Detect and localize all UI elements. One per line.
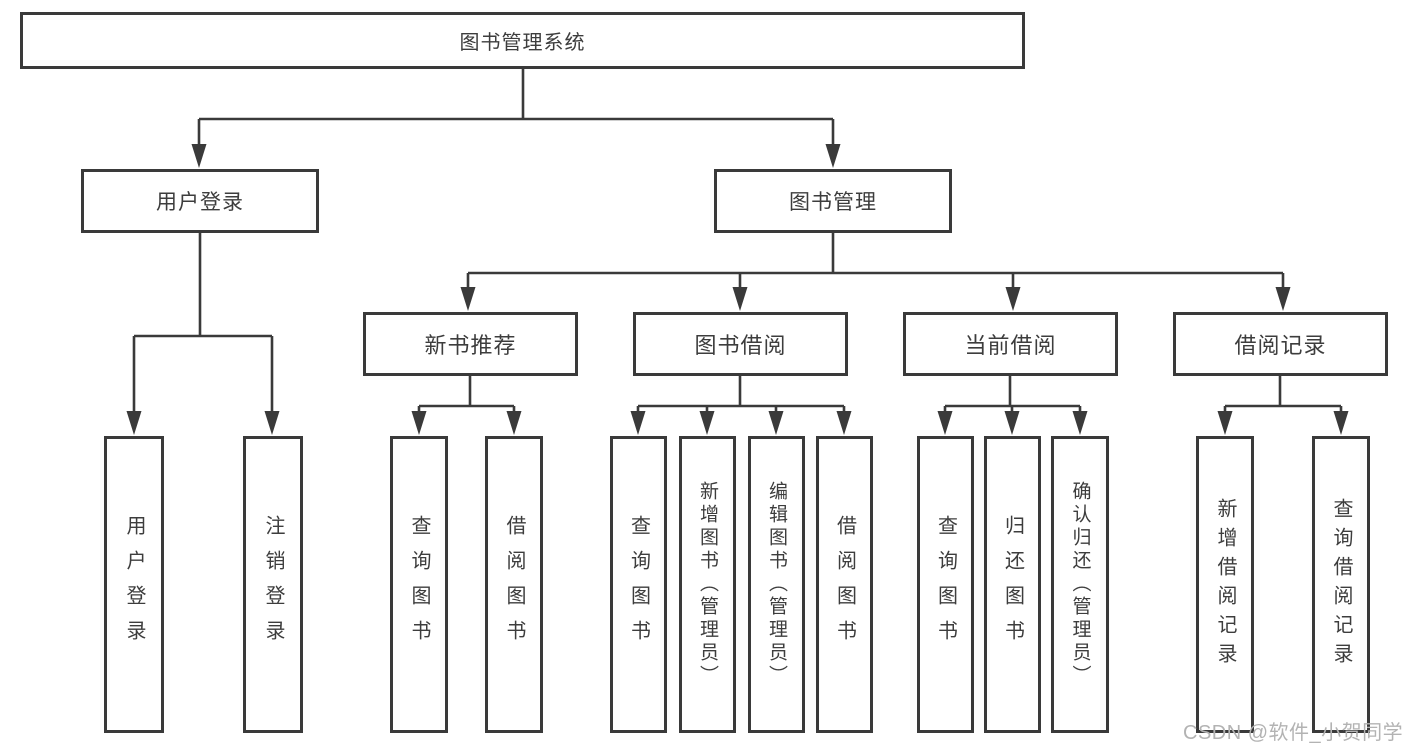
node-label: 新增图书（管理员） <box>697 481 718 688</box>
node-label: 借阅记录 <box>1234 333 1327 358</box>
arrowhead <box>126 411 142 435</box>
arrowhead <box>836 411 852 435</box>
arrowhead <box>1275 287 1291 311</box>
arrowhead <box>768 411 784 435</box>
node-label: 归还图书 <box>1001 514 1024 655</box>
leaf-edit-books-admin: 编辑图书（管理员） <box>748 436 805 733</box>
node-label: 查询图书 <box>408 514 430 655</box>
node-label: 图书借阅 <box>694 333 787 358</box>
watermark: CSDN @软件_小贺同学 <box>1183 722 1404 744</box>
arrowhead <box>630 411 646 435</box>
arrowhead <box>1005 287 1021 311</box>
node-label: 查询图书 <box>934 514 957 655</box>
node-label: 图书管理 <box>789 191 877 214</box>
node-label: 新增借阅记录 <box>1214 497 1236 672</box>
leaf-query-borrow-record: 查询借阅记录 <box>1312 436 1370 733</box>
arrowhead <box>1333 411 1349 435</box>
connector-records <box>1223 376 1343 414</box>
arrowhead <box>460 287 476 311</box>
arrowhead <box>1072 411 1088 435</box>
node-label: 查询图书 <box>627 514 650 655</box>
leaf-logout: 注销登录 <box>243 436 303 733</box>
node-book-borrow: 图书借阅 <box>633 312 848 376</box>
node-current-borrow: 当前借阅 <box>903 312 1118 376</box>
arrowhead <box>1004 411 1020 435</box>
node-new-book-recommend: 新书推荐 <box>363 312 578 376</box>
node-label: 确认归还（管理员） <box>1069 481 1091 688</box>
connector-new-books <box>417 376 516 414</box>
arrowhead <box>732 287 748 311</box>
node-label: 借阅图书 <box>833 514 856 655</box>
connector-mgmt <box>466 233 1285 290</box>
arrowhead <box>506 411 522 435</box>
arrowhead <box>191 144 207 168</box>
arrowhead <box>825 144 841 168</box>
leaf-query-books-3: 查询图书 <box>917 436 974 733</box>
leaf-query-books-1: 查询图书 <box>390 436 448 733</box>
leaf-add-borrow-record: 新增借阅记录 <box>1196 436 1254 733</box>
node-label: 图书管理系统 <box>459 32 586 54</box>
leaf-return-books: 归还图书 <box>984 436 1041 733</box>
arrowhead <box>1217 411 1233 435</box>
arrowhead <box>699 411 715 435</box>
leaf-borrow-books-2: 借阅图书 <box>816 436 873 733</box>
node-label: 查询借阅记录 <box>1330 497 1352 672</box>
leaf-borrow-books-1: 借阅图书 <box>485 436 543 733</box>
leaf-user-login: 用户登录 <box>104 436 164 733</box>
node-root-system: 图书管理系统 <box>20 12 1025 69</box>
node-borrow-records: 借阅记录 <box>1173 312 1388 376</box>
node-label: 新书推荐 <box>424 333 517 358</box>
arrowhead <box>937 411 953 435</box>
node-book-management: 图书管理 <box>714 169 952 233</box>
arrowhead <box>264 411 280 435</box>
node-label: 当前借阅 <box>964 333 1057 358</box>
leaf-confirm-return-admin: 确认归还（管理员） <box>1051 436 1109 733</box>
connector-login <box>132 233 274 414</box>
node-label: 用户登录 <box>123 514 145 655</box>
node-user-login: 用户登录 <box>81 169 319 233</box>
arrowhead <box>411 411 427 435</box>
node-label: 用户登录 <box>156 191 244 214</box>
node-label: 注销登录 <box>262 514 284 655</box>
leaf-query-books-2: 查询图书 <box>610 436 667 733</box>
connector-borrow <box>636 376 846 414</box>
node-label: 编辑图书（管理员） <box>766 481 787 688</box>
connector-current <box>943 376 1082 414</box>
node-label: 借阅图书 <box>503 514 525 655</box>
connector-root <box>197 69 835 147</box>
leaf-add-books-admin: 新增图书（管理员） <box>679 436 736 733</box>
